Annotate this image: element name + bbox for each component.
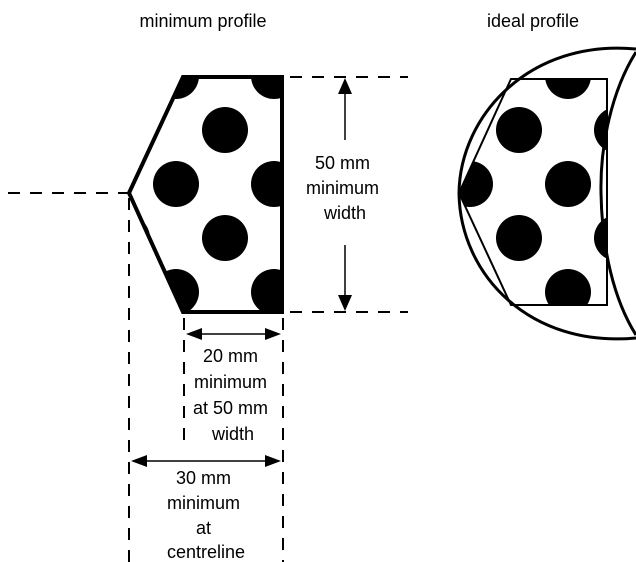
minimum-profile-title: minimum profile <box>139 11 266 31</box>
ideal-profile-title: ideal profile <box>487 11 579 31</box>
centreline-label: 30 mm minimum at centreline <box>167 468 245 562</box>
tip-label: 20 mm minimum at 50 mm width <box>193 346 273 444</box>
ideal-profile-shape <box>457 46 636 341</box>
minimum-profile-shape <box>126 75 284 314</box>
width-dimension-arrow <box>338 78 352 311</box>
width-label: 50 mm minimum width <box>306 153 384 223</box>
centreline-dimension-arrow <box>131 455 281 467</box>
tip-dimension-arrow <box>186 328 281 340</box>
